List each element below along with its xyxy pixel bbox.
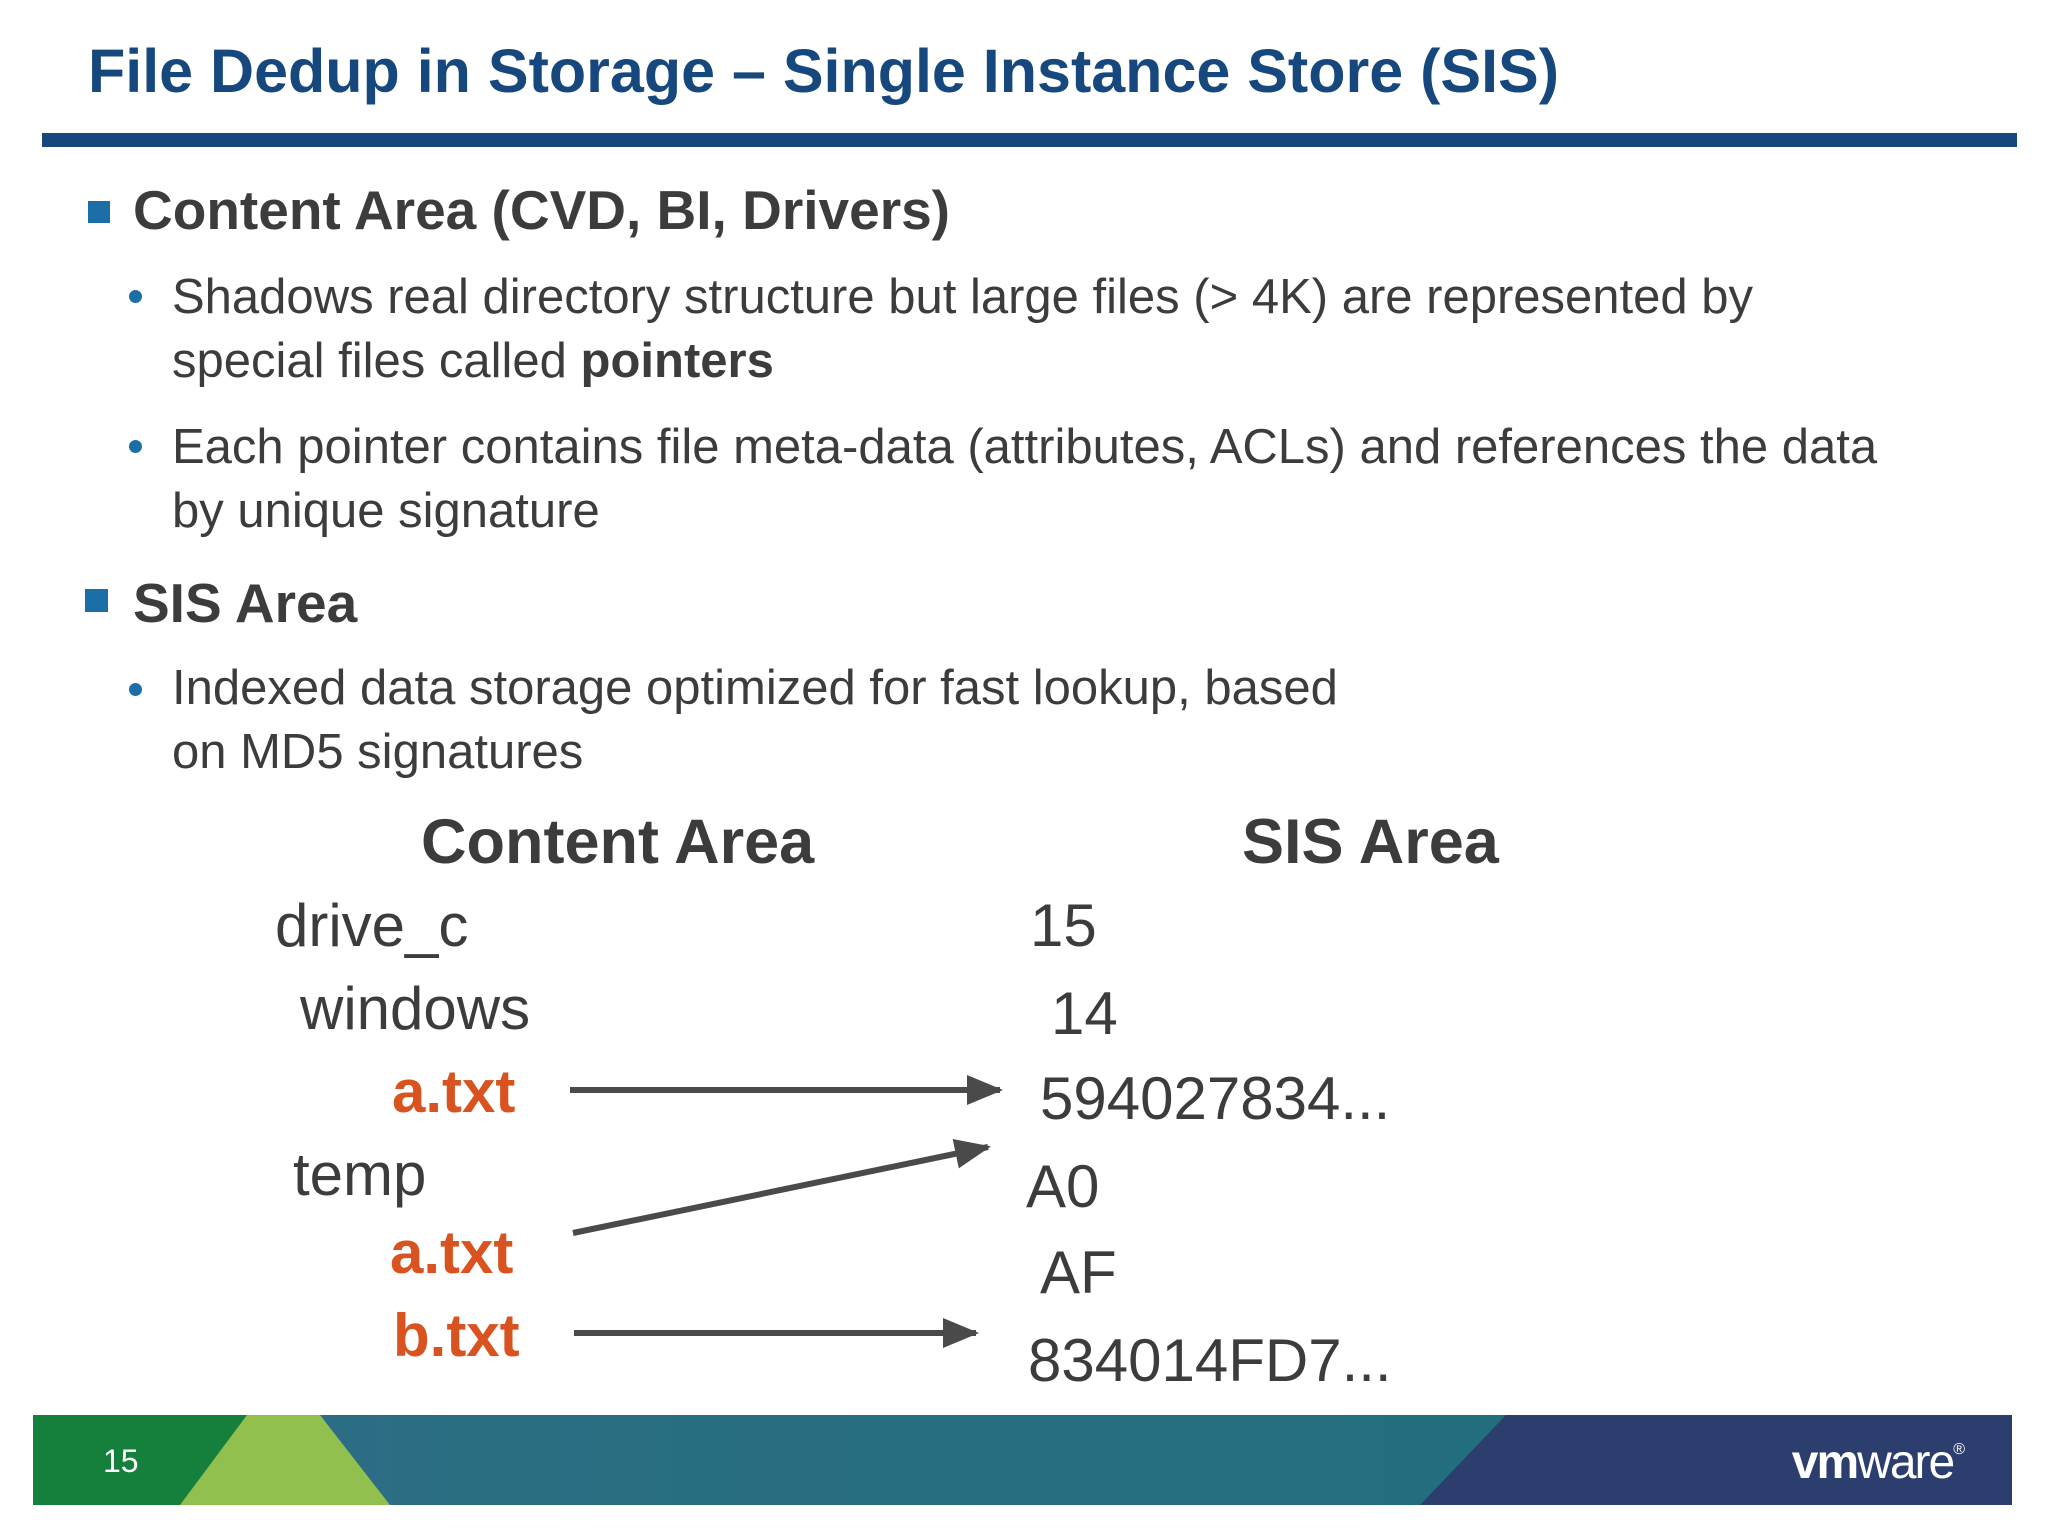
footer-navy-band	[1420, 1415, 2012, 1505]
content-row-drive-c: drive_c	[275, 892, 469, 959]
page-number: 15	[103, 1443, 139, 1479]
bullet-square-icon	[88, 201, 110, 223]
vmware-logo: vmware®	[1792, 1436, 1965, 1489]
sub-bullet-shadows-line1: Shadows real directory structure but lar…	[172, 270, 1754, 324]
sis-row-4: A0	[1026, 1153, 1100, 1220]
bullet-square-icon	[85, 589, 108, 612]
sub-bullet-indexed-line1: Indexed data storage optimized for fast …	[172, 661, 1338, 715]
content-row-b-txt: b.txt	[393, 1302, 520, 1369]
footer-green-block	[33, 1415, 247, 1505]
diagram-sis-header: SIS Area	[1242, 807, 1499, 877]
diagram-content-header: Content Area	[421, 807, 815, 877]
sub-bullet-shadows-line2: special files called pointers	[172, 329, 1753, 393]
arrow-a2-to-594027834	[572, 1139, 991, 1236]
sub-bullet-shadows: Shadows real directory structure but lar…	[172, 265, 1753, 393]
sis-row-2: 14	[1051, 980, 1118, 1047]
content-row-windows: windows	[300, 975, 531, 1042]
page-title: File Dedup in Storage – Single Instance …	[88, 37, 1560, 105]
sub-bullet-dot-icon	[129, 290, 142, 303]
sub-bullet-pointer-meta-line1: Each pointer contains file meta-data (at…	[172, 420, 1878, 474]
title-rule	[42, 133, 2017, 147]
sub-bullet-dot-icon	[129, 440, 142, 453]
sub-bullet-indexed: Indexed data storage optimized for fast …	[172, 656, 1338, 784]
vmware-logo-vm: vm	[1792, 1436, 1857, 1489]
sub-bullet-shadows-line2-prefix: special files called	[172, 334, 581, 388]
sub-bullet-pointer-meta-line2: by unique signature	[172, 484, 600, 538]
content-row-temp: temp	[293, 1141, 427, 1208]
content-row-a-txt-2: a.txt	[390, 1219, 514, 1286]
sub-bullet-indexed-line2: on MD5 signatures	[172, 725, 584, 779]
footer-band: 15 vmware®	[33, 1415, 2012, 1505]
content-row-a-txt-1: a.txt	[392, 1058, 516, 1125]
sis-row-3: 594027834...	[1040, 1065, 1391, 1132]
sis-row-1: 15	[1030, 892, 1097, 959]
bullet-content-area-label: Content Area (CVD, BI, Drivers)	[133, 179, 950, 241]
sub-bullet-dot-icon	[129, 683, 142, 696]
pointers-bold-text: pointers	[580, 334, 774, 388]
bullet-sis-area-label: SIS Area	[133, 572, 358, 634]
sub-bullet-pointer-meta: Each pointer contains file meta-data (at…	[172, 415, 1877, 543]
footer-lime-triangle	[180, 1415, 390, 1505]
vmware-logo-ware: ware	[1856, 1436, 1953, 1489]
sis-row-5: AF	[1040, 1239, 1117, 1306]
sis-row-6: 834014FD7...	[1028, 1327, 1392, 1394]
